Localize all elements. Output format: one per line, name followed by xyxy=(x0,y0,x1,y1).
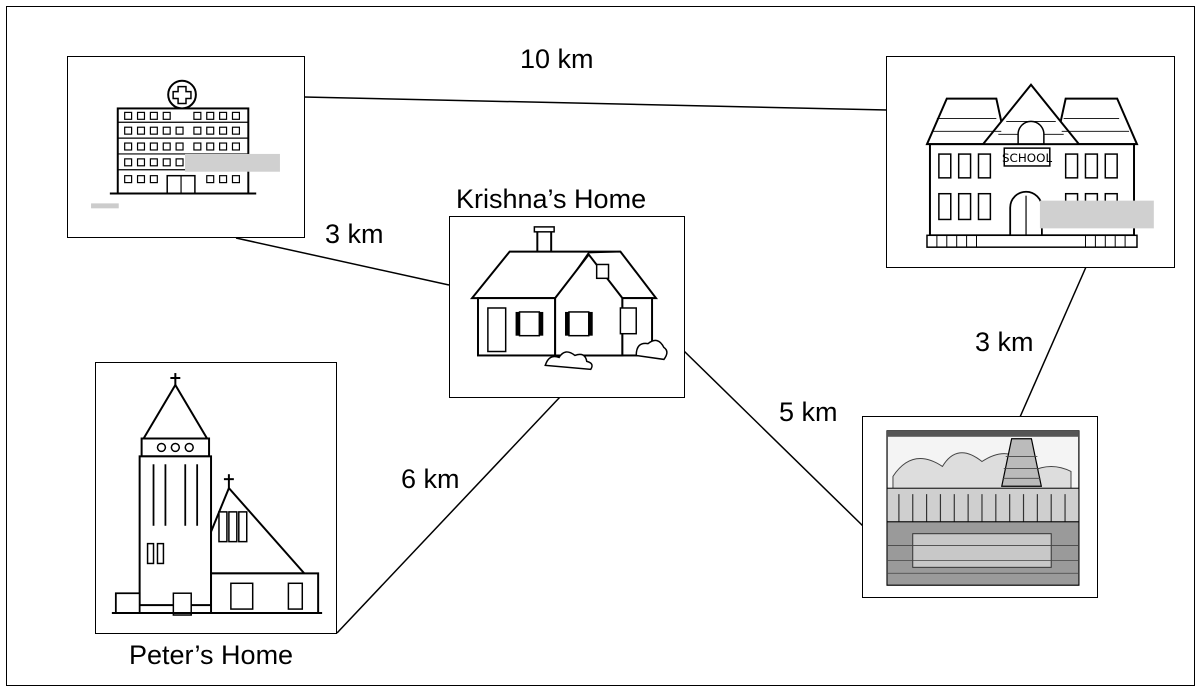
distance-hospital-krishna: 3 km xyxy=(325,219,384,249)
church-icon xyxy=(111,373,323,616)
school-sign: SCHOOL xyxy=(1002,151,1052,165)
distance-school-temple: 3 km xyxy=(975,327,1034,357)
route-hospital-krishna xyxy=(235,237,450,286)
route-krishna-temple xyxy=(683,350,865,528)
temple-icon xyxy=(886,430,1080,586)
route-krishna-peter xyxy=(336,396,561,634)
school-box: SCHOOL xyxy=(886,56,1175,268)
route-hospital-school xyxy=(303,96,888,111)
house-icon xyxy=(469,226,668,371)
temple-box xyxy=(862,416,1098,598)
hospital-box xyxy=(67,56,305,238)
peter-home-label: Peter’s Home xyxy=(129,640,294,670)
distance-krishna-temple: 5 km xyxy=(779,397,838,427)
school-icon: SCHOOL xyxy=(925,83,1154,248)
route-school-temple xyxy=(1019,266,1087,418)
krishna-home-box xyxy=(449,216,685,398)
krishna-home-label: Krishna’s Home xyxy=(456,184,647,214)
distance-hospital-school: 10 km xyxy=(520,44,594,74)
hospital-icon xyxy=(91,79,280,209)
peter-home-box xyxy=(95,362,337,634)
distance-krishna-peter: 6 km xyxy=(401,464,460,494)
